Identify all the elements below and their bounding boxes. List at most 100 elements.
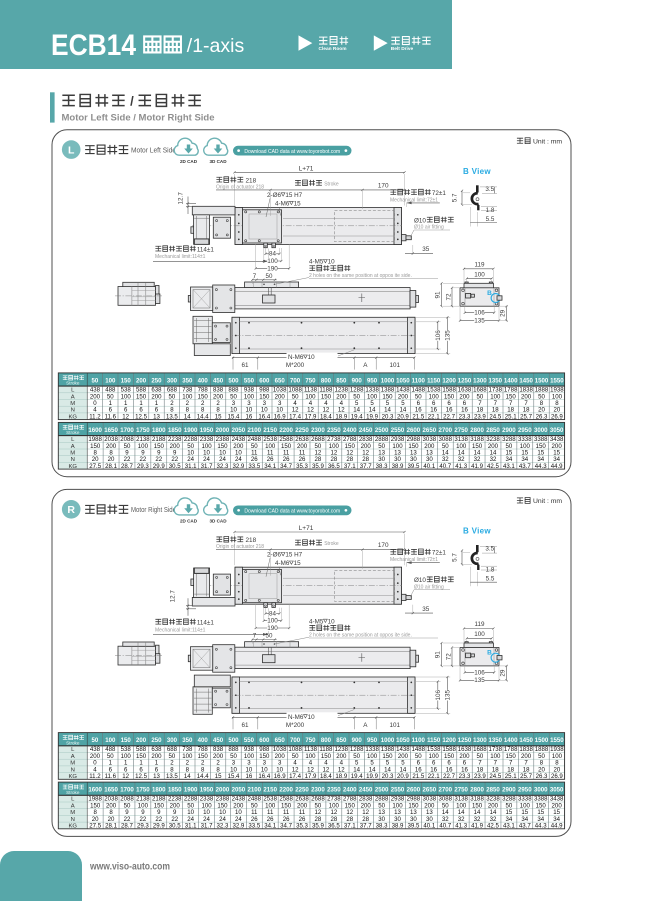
svg-text:22: 22 — [140, 456, 147, 463]
svg-text:1888: 1888 — [535, 746, 549, 753]
svg-text:888: 888 — [228, 746, 239, 753]
svg-text:10: 10 — [230, 407, 237, 414]
svg-text:738: 738 — [182, 746, 193, 753]
svg-text:29.3: 29.3 — [137, 823, 149, 830]
svg-text:8: 8 — [555, 760, 559, 767]
svg-text:1988: 1988 — [88, 436, 102, 443]
svg-text:30: 30 — [378, 456, 385, 463]
svg-text:/: / — [130, 94, 134, 109]
svg-text:200: 200 — [424, 443, 435, 450]
svg-text:738: 738 — [182, 387, 193, 394]
svg-text:11: 11 — [299, 809, 306, 816]
svg-text:41.9: 41.9 — [471, 823, 483, 830]
svg-text:5: 5 — [355, 760, 359, 767]
svg-text:14.4: 14.4 — [197, 413, 209, 420]
svg-text:19.4: 19.4 — [351, 413, 363, 420]
svg-text:7: 7 — [253, 633, 257, 640]
svg-text:200: 200 — [488, 443, 499, 450]
svg-text:18: 18 — [492, 766, 499, 773]
svg-text:12.7: 12.7 — [178, 192, 185, 205]
svg-text:850: 850 — [336, 377, 347, 384]
svg-text:31.7: 31.7 — [201, 823, 213, 830]
svg-text:50: 50 — [292, 393, 299, 400]
svg-text:15.4: 15.4 — [228, 413, 240, 420]
svg-text:10: 10 — [328, 618, 336, 625]
svg-text:400: 400 — [198, 737, 209, 744]
svg-text:4: 4 — [93, 407, 97, 414]
svg-text:150: 150 — [259, 753, 270, 760]
svg-text:1838: 1838 — [519, 746, 533, 753]
svg-text:11.2: 11.2 — [89, 413, 101, 420]
svg-text:Stroke: Stroke — [66, 740, 80, 745]
svg-text:100: 100 — [552, 393, 563, 400]
svg-text:15: 15 — [294, 560, 302, 567]
svg-text:1338: 1338 — [365, 746, 379, 753]
svg-text:100: 100 — [201, 802, 212, 809]
svg-text:2438: 2438 — [232, 796, 246, 803]
svg-text:6: 6 — [447, 760, 451, 767]
svg-text:www.viso-auto.com: www.viso-auto.com — [89, 862, 170, 873]
svg-text:N: N — [71, 408, 75, 414]
svg-text:800: 800 — [321, 737, 332, 744]
svg-text:7: 7 — [478, 760, 482, 767]
svg-text:5: 5 — [401, 760, 405, 767]
svg-text:44.3: 44.3 — [535, 463, 547, 470]
svg-text:24: 24 — [219, 456, 226, 463]
svg-text:2D CAD: 2D CAD — [180, 159, 198, 164]
svg-text:838: 838 — [213, 387, 224, 394]
svg-text:1938: 1938 — [550, 746, 564, 753]
svg-text:8: 8 — [109, 449, 113, 456]
svg-text:50: 50 — [415, 753, 422, 760]
svg-text:1300: 1300 — [473, 377, 487, 384]
svg-text:100: 100 — [244, 393, 255, 400]
svg-text:1300: 1300 — [473, 737, 487, 744]
svg-text:2300: 2300 — [311, 427, 325, 434]
svg-text:12: 12 — [330, 809, 337, 816]
svg-text:1038: 1038 — [273, 746, 287, 753]
svg-text:Unit : mm: Unit : mm — [533, 139, 562, 146]
svg-text:2888: 2888 — [375, 796, 389, 803]
svg-text:14: 14 — [474, 449, 481, 456]
svg-text:14: 14 — [353, 407, 360, 414]
svg-text:10: 10 — [235, 449, 242, 456]
svg-text:3050: 3050 — [550, 787, 564, 794]
svg-text:24: 24 — [187, 456, 194, 463]
svg-text:B View: B View — [463, 527, 491, 536]
svg-text:50: 50 — [315, 443, 322, 450]
svg-text:15: 15 — [294, 201, 302, 208]
svg-text:190: 190 — [267, 265, 278, 272]
svg-text:40.1: 40.1 — [423, 463, 435, 470]
svg-text:33.5: 33.5 — [248, 823, 260, 830]
svg-text:1450: 1450 — [519, 377, 533, 384]
svg-text:10: 10 — [276, 766, 283, 773]
svg-text:12: 12 — [338, 766, 345, 773]
svg-text:2188: 2188 — [152, 436, 166, 443]
svg-text:6: 6 — [124, 407, 128, 414]
svg-text:1400: 1400 — [504, 737, 518, 744]
svg-text:0: 0 — [93, 400, 97, 407]
svg-text:24: 24 — [235, 816, 242, 823]
svg-text:550: 550 — [244, 377, 255, 384]
svg-text:2600: 2600 — [407, 427, 421, 434]
svg-text:18.9: 18.9 — [335, 773, 347, 780]
svg-text:4-M6: 4-M6 — [275, 560, 290, 567]
svg-text:6: 6 — [155, 407, 159, 414]
svg-text:13: 13 — [394, 809, 401, 816]
svg-text:8: 8 — [555, 400, 559, 407]
svg-text:9: 9 — [173, 809, 177, 816]
svg-text:2200: 2200 — [279, 427, 293, 434]
svg-text:10: 10 — [261, 407, 268, 414]
svg-text:41.3: 41.3 — [455, 823, 467, 830]
svg-text:30: 30 — [426, 456, 433, 463]
svg-text:1288: 1288 — [350, 387, 364, 394]
svg-text:L+71: L+71 — [299, 165, 314, 172]
svg-text:100: 100 — [121, 753, 132, 760]
svg-text:3: 3 — [263, 400, 267, 407]
svg-text:1638: 1638 — [458, 746, 472, 753]
svg-text:34: 34 — [506, 816, 513, 823]
svg-text:16: 16 — [446, 407, 453, 414]
svg-text:13.5: 13.5 — [166, 773, 178, 780]
svg-text:4-M5: 4-M5 — [309, 259, 324, 266]
svg-text:1488: 1488 — [412, 387, 426, 394]
svg-text:13: 13 — [153, 413, 160, 420]
